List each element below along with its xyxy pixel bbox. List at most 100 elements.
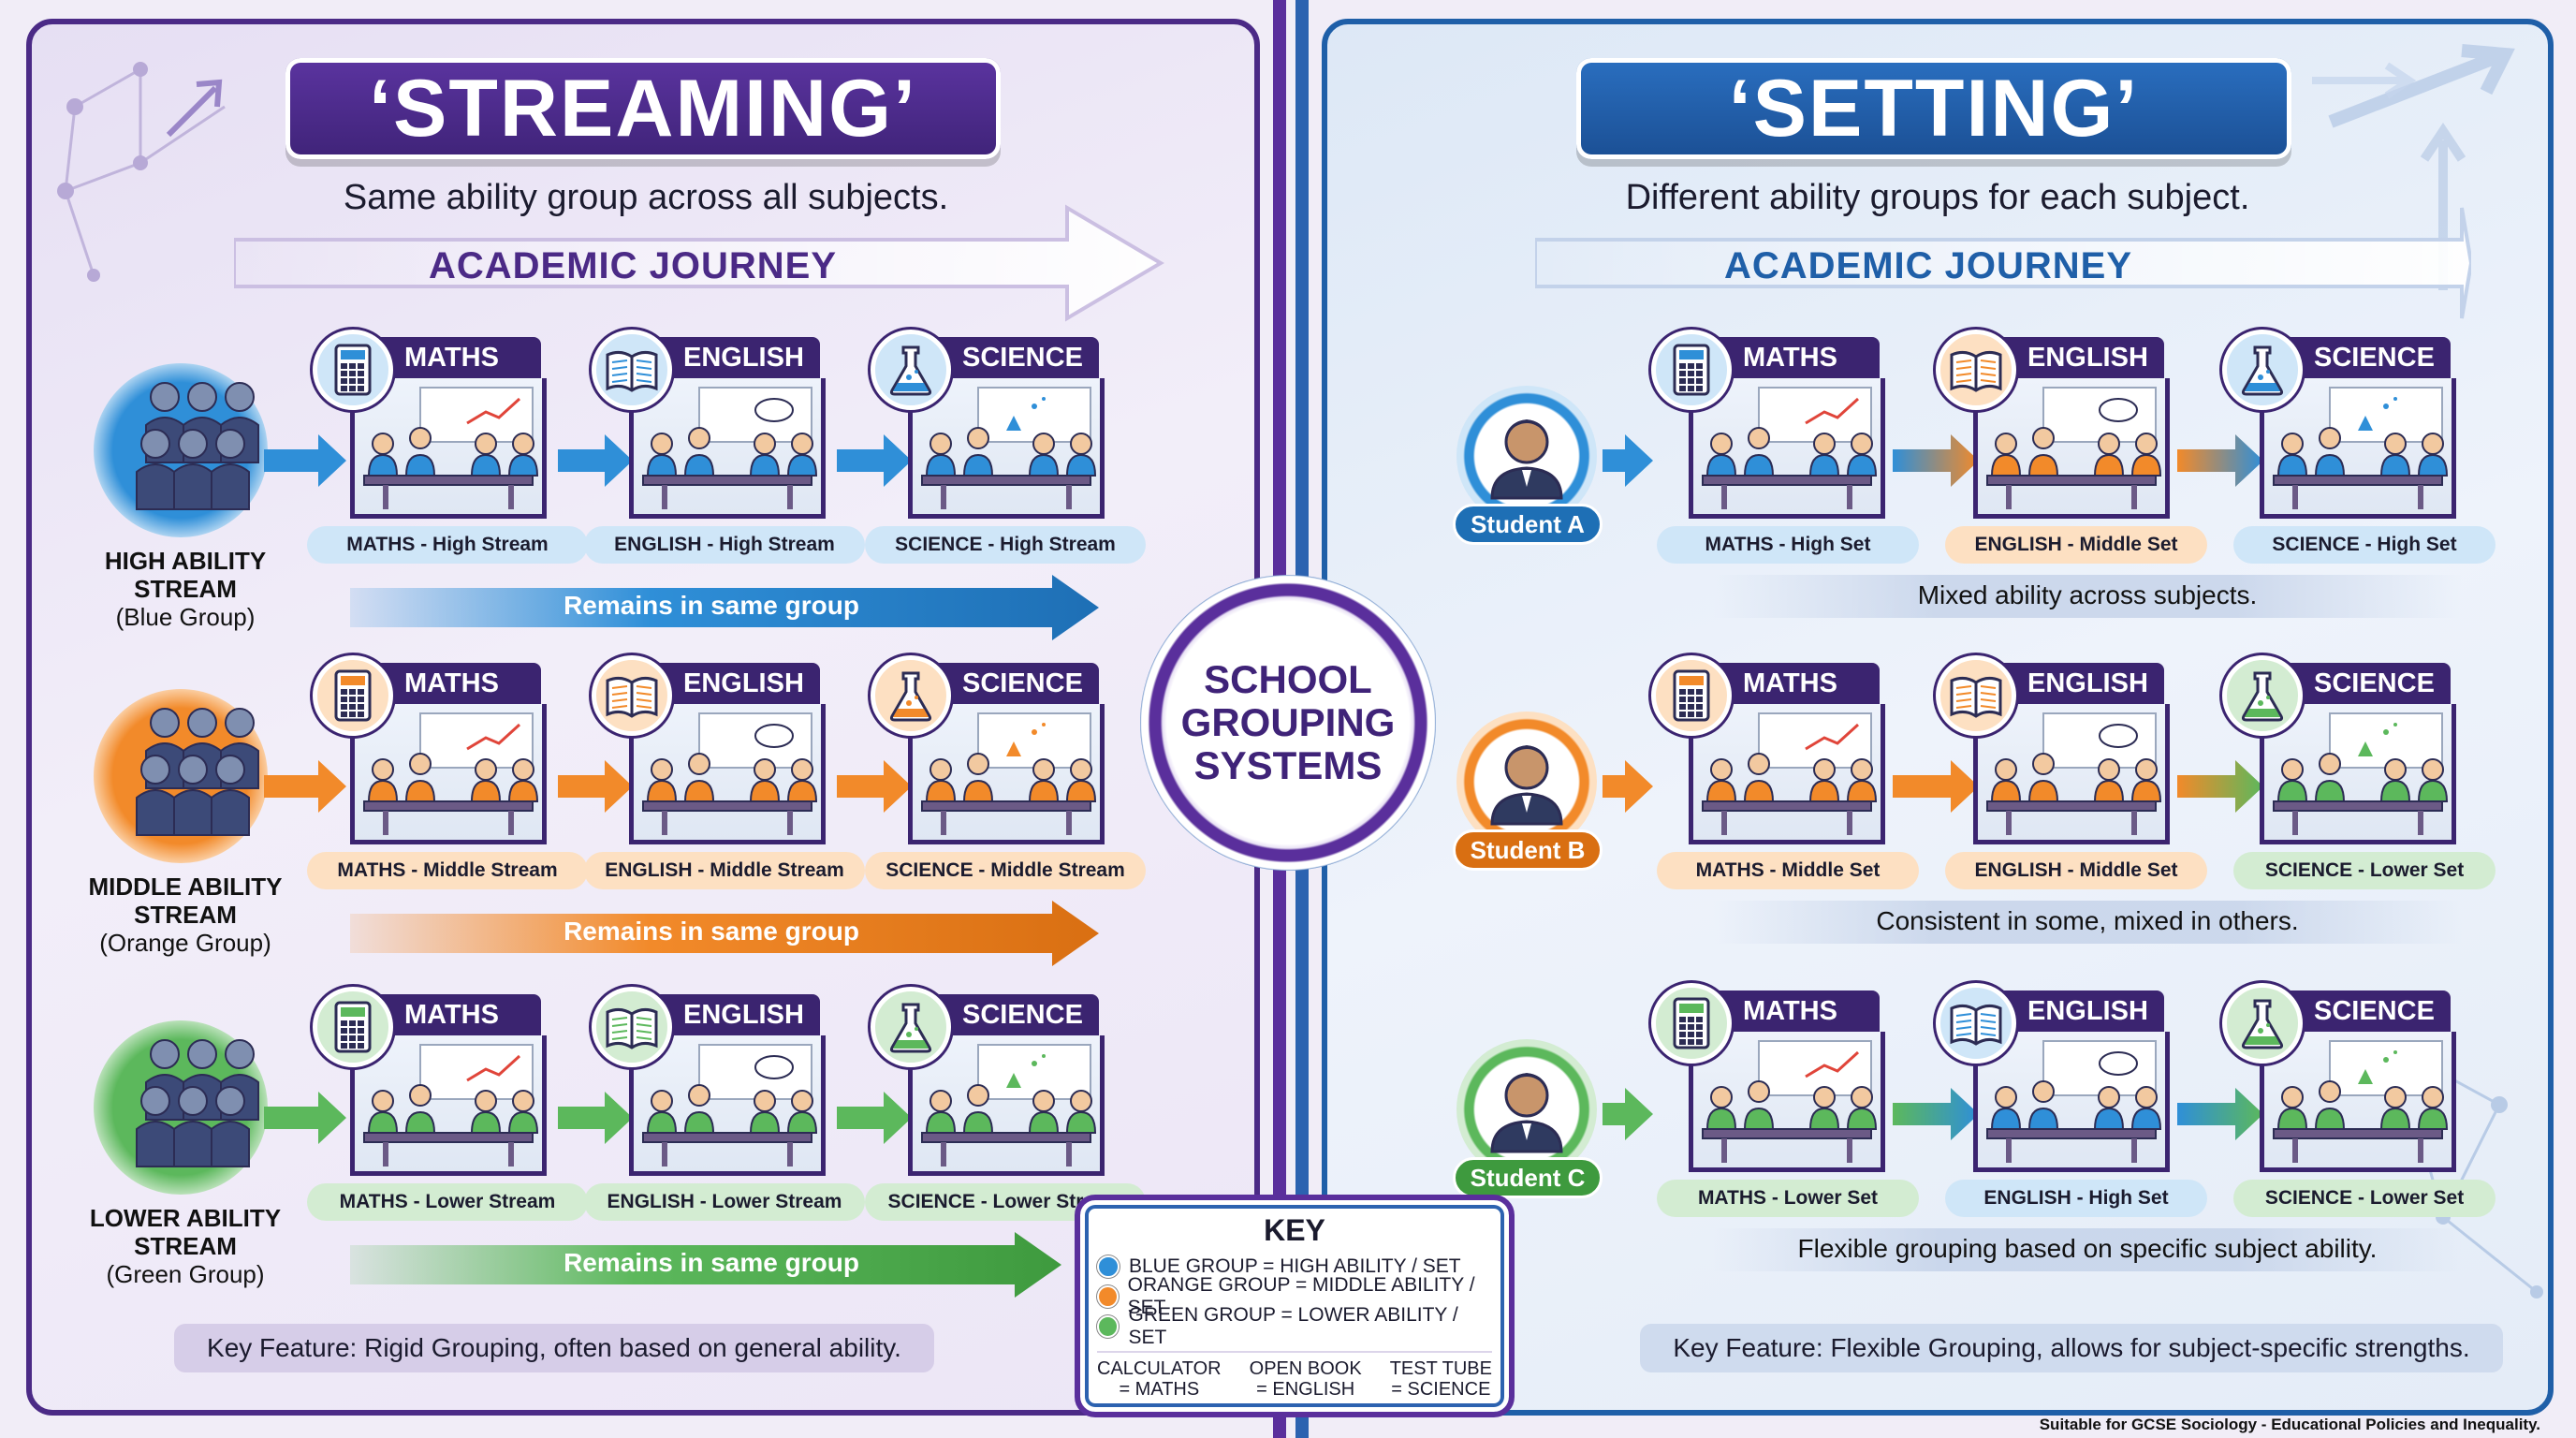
classroom-illustration [350, 378, 547, 519]
classroom-illustration [908, 1035, 1105, 1176]
subject-card: MATHS [1651, 655, 1885, 871]
setting-journey-arrow-icon [1535, 207, 2471, 319]
classroom-illustration [1689, 1032, 1885, 1172]
classroom-illustration [1973, 378, 2170, 519]
student-avatar-icon [1456, 1039, 1597, 1180]
test-tube-icon [2222, 330, 2303, 410]
subject-card: SCIENCE [2222, 655, 2456, 871]
subject-card: MATHS [1651, 330, 1885, 545]
stream-pill: ENGLISH - Lower Stream [584, 1183, 865, 1221]
flow-arrow-icon [558, 1092, 633, 1144]
transition-arrow-icon [2177, 1088, 2263, 1140]
blue-dot-icon [1097, 1255, 1120, 1278]
key-item: GREEN GROUP = LOWER ABILITY / SET [1097, 1304, 1492, 1348]
key-title: KEY [1264, 1213, 1325, 1247]
flow-arrow-icon [264, 760, 346, 813]
set-pill: MATHS - Middle Set [1657, 852, 1919, 889]
classroom-illustration [2260, 1032, 2456, 1172]
band-arrow-icon [350, 1232, 1061, 1298]
flow-arrow-icon [837, 760, 912, 813]
streaming-title: ‘STREAMING’ [285, 58, 1001, 159]
test-tube-icon [871, 655, 951, 736]
subject-card: MATHS [1651, 983, 1885, 1198]
flow-arrow-icon [1603, 760, 1653, 813]
calculator-icon [313, 330, 393, 410]
set-pill: SCIENCE - Lower Set [2233, 1180, 2496, 1217]
key-icon-meaning: TEST TUBE= SCIENCE [1389, 1358, 1492, 1400]
band-label: Remains in same group [564, 1248, 859, 1277]
flow-arrow-icon [264, 434, 346, 487]
calculator-icon [1651, 983, 1732, 1064]
open-book-icon [1936, 983, 2016, 1064]
setting-caption: Mixed ability across subjects. [1917, 580, 2258, 609]
test-tube-icon [2222, 655, 2303, 736]
key-icon-meaning: CALCULATOR= MATHS [1097, 1358, 1222, 1400]
subject-card: MATHS [313, 987, 547, 1202]
open-book-icon [592, 987, 672, 1067]
calculator-icon [1651, 655, 1732, 736]
streaming-key-feature: Key Feature: Rigid Grouping, often based… [174, 1324, 934, 1372]
subject-card: ENGLISH [592, 655, 826, 871]
stream-pill: MATHS - Middle Stream [307, 852, 588, 889]
transition-arrow-icon [1893, 760, 1979, 813]
stream-pill: SCIENCE - Middle Stream [865, 852, 1146, 889]
band-label: Remains in same group [564, 917, 859, 946]
set-pill: MATHS - Lower Set [1657, 1180, 1919, 1217]
student-group-icon [94, 363, 268, 537]
classroom-illustration [629, 378, 826, 519]
subject-card: SCIENCE [2222, 983, 2456, 1198]
set-pill: ENGLISH - Middle Set [1945, 852, 2207, 889]
set-pill: MATHS - High Set [1657, 526, 1919, 564]
set-pill: ENGLISH - High Set [1945, 1180, 2207, 1217]
subject-card: SCIENCE [871, 987, 1105, 1202]
subject-tab: MATHS [354, 337, 541, 378]
band-arrow-icon [350, 901, 1099, 966]
student-group-icon [94, 1020, 268, 1195]
classroom-illustration [629, 1035, 826, 1176]
open-book-icon [592, 655, 672, 736]
classroom-illustration [629, 704, 826, 844]
center-title-line: SCHOOL [1204, 657, 1372, 701]
center-title-line: SYSTEMS [1193, 743, 1383, 787]
calculator-icon [313, 655, 393, 736]
classroom-illustration [908, 378, 1105, 519]
test-tube-icon [871, 987, 951, 1067]
flow-arrow-icon [558, 434, 633, 487]
student-label: Student A [1453, 504, 1603, 545]
classroom-illustration [1973, 1032, 2170, 1172]
setting-key-feature: Key Feature: Flexible Grouping, allows f… [1640, 1324, 2503, 1372]
calculator-icon [1651, 330, 1732, 410]
transition-arrow-icon [2177, 434, 2263, 487]
student-label: Student C [1453, 1157, 1603, 1198]
setting-caption: Flexible grouping based on specific subj… [1797, 1234, 2378, 1263]
subject-card: MATHS [313, 655, 547, 871]
subject-card: ENGLISH [1936, 330, 2170, 545]
green-dot-icon [1097, 1315, 1120, 1338]
streaming-journey-label: ACADEMIC JOURNEY [429, 245, 838, 286]
transition-arrow-icon [2177, 760, 2263, 813]
subject-card: SCIENCE [871, 655, 1105, 871]
streaming-subtitle: Same ability group across all subjects. [343, 178, 949, 217]
calculator-icon [313, 987, 393, 1067]
caption-band [1713, 1228, 2462, 1271]
set-pill: SCIENCE - Lower Set [2233, 852, 2496, 889]
subject-card: ENGLISH [592, 330, 826, 545]
setting-caption: Consistent in some, mixed in others. [1876, 906, 2299, 935]
stream-pill: SCIENCE - High Stream [865, 526, 1146, 564]
setting-title: ‘SETTING’ [1576, 58, 2291, 159]
student-label: Student B [1453, 829, 1603, 871]
caption-band [1713, 575, 2462, 618]
transition-arrow-icon [1893, 434, 1979, 487]
classroom-illustration [908, 704, 1105, 844]
set-pill: SCIENCE - High Set [2233, 526, 2496, 564]
test-tube-icon [2222, 983, 2303, 1064]
student-avatar-icon [1456, 712, 1597, 852]
test-tube-icon [871, 330, 951, 410]
student-avatar-icon [1456, 386, 1597, 526]
transition-arrow-icon [1893, 1088, 1979, 1140]
band-label: Remains in same group [564, 591, 859, 620]
footnote: Suitable for GCSE Sociology - Educationa… [2039, 1416, 2540, 1433]
